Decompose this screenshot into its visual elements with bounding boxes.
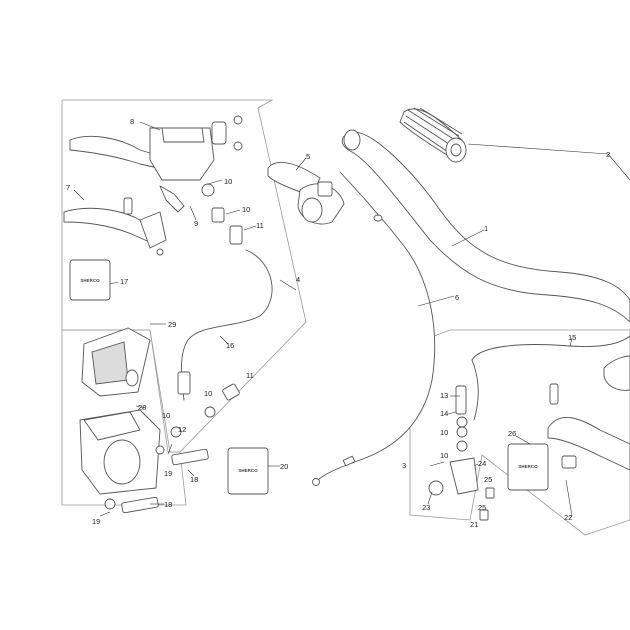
right-grip[interactable] [399,107,467,163]
callout-25b: 25 [478,503,486,512]
callout-16: 16 [226,341,234,350]
pouch-brand-17: SHERCO [80,278,100,283]
callout-11b: 11 [246,371,254,380]
brake-lever[interactable] [63,197,167,256]
panel-right-lower [409,329,630,536]
callout-10d: 10 [162,411,170,420]
callout-24: 24 [478,459,486,468]
clutch-lever[interactable] [547,355,630,471]
callout-20: 20 [280,462,288,471]
callout-1: 1 [484,224,488,233]
callout-22: 22 [564,513,572,522]
front-brake-master-cylinder[interactable] [69,115,243,213]
callout-3: 3 [402,461,406,470]
panel-outlines [61,99,630,536]
callout-19b: 19 [92,517,100,526]
callout-25a: 25 [484,475,492,484]
callout-21: 21 [470,520,478,529]
panel-left-lower [61,329,187,506]
throttle-assembly[interactable] [267,162,345,225]
callout-19a: 19 [164,469,172,478]
callout-7: 7 [66,183,70,192]
callout-12: 12 [178,425,186,434]
callout-10c: 10 [204,389,212,398]
pouch-brand-26: SHERCO [518,464,538,469]
callout-9: 9 [194,219,198,228]
callout-10a: 10 [224,177,232,186]
sticker-pouch-26: SHERCO [507,443,549,491]
callout-4: 4 [296,275,300,284]
callouts: 2 1 5 6 8 7 9 10 10 11 4 16 17 29 10 11 … [66,117,610,529]
clutch-line[interactable] [428,335,630,521]
callout-11a: 11 [256,221,264,230]
callout-13: 13 [440,391,448,400]
handlebar[interactable] [341,129,630,323]
pouch-brand-20: SHERCO [238,468,258,473]
callout-18a: 18 [190,475,198,484]
brake-hose[interactable] [177,207,273,418]
callout-18b: 18 [164,500,172,509]
throttle-cable[interactable] [312,171,436,486]
callout-29: 29 [168,320,176,329]
sticker-pouch-20: SHERCO [227,447,269,495]
callout-14: 14 [440,409,448,418]
callout-6: 6 [455,293,459,302]
leader-lines [73,121,630,517]
callout-5: 5 [306,152,310,161]
callout-26: 26 [508,429,516,438]
callout-28: 28 [138,403,146,412]
callout-10e: 10 [440,428,448,437]
callout-10b: 10 [242,205,250,214]
callout-23: 23 [422,503,430,512]
brake-caliper[interactable] [79,409,209,514]
callout-17: 17 [120,277,128,286]
callout-8: 8 [130,117,134,126]
sticker-pouch-17: SHERCO [69,259,111,301]
callout-2: 2 [606,150,610,159]
brake-pads[interactable] [81,327,151,397]
callout-15: 15 [568,333,576,342]
callout-10f: 10 [440,451,448,460]
